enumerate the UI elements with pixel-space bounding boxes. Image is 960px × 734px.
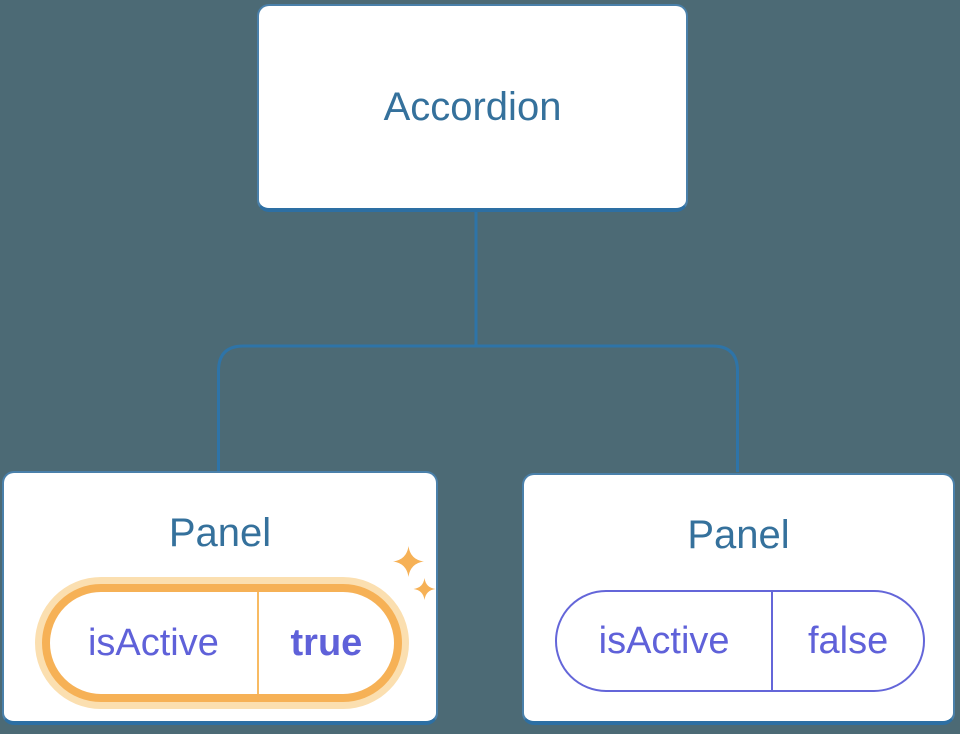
- state-pill-active: isActive true: [42, 584, 402, 702]
- panel-node-inactive: Panel isActive false: [522, 473, 955, 725]
- connector-branch-bracket: [217, 344, 739, 472]
- panel-title: Panel: [168, 511, 272, 555]
- accordion-node: Accordion: [257, 4, 688, 212]
- state-pill-inactive: isActive false: [555, 590, 925, 692]
- state-key: isActive: [87, 621, 219, 664]
- sparkle-icon-small: [413, 578, 436, 600]
- state-key: isActive: [598, 619, 730, 662]
- panel-title: Panel: [687, 513, 790, 557]
- panel-node-active: Panel isActive true: [2, 471, 438, 725]
- accordion-node-label: Accordion: [383, 84, 562, 129]
- state-value: true: [256, 592, 394, 694]
- sparkle-icon-large: [393, 546, 424, 577]
- state-value: false: [771, 592, 923, 690]
